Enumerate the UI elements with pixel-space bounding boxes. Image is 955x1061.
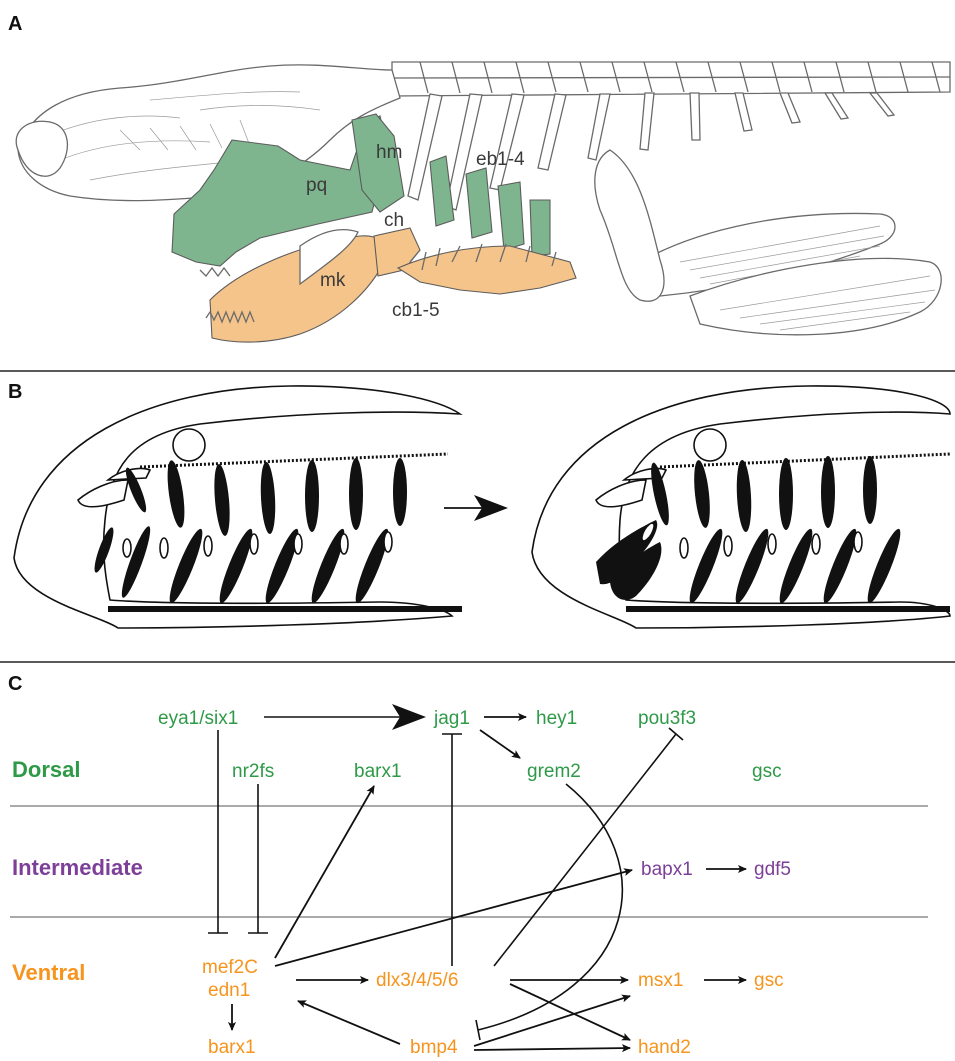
panel-a-letter: A xyxy=(8,13,22,35)
gene-bapx1: bapx1 xyxy=(641,859,693,880)
gene-grem2: grem2 xyxy=(527,761,581,782)
activation-arrows xyxy=(232,717,746,1050)
gene-edn1: edn1 xyxy=(208,980,250,1001)
gene-eya1-six1: eya1/six1 xyxy=(158,708,238,729)
gene-hand2: hand2 xyxy=(638,1037,691,1058)
panel-b: B xyxy=(8,381,950,628)
gene-barx1-ventral: barx1 xyxy=(208,1037,256,1058)
gene-msx1: msx1 xyxy=(638,970,683,991)
gene-hey1: hey1 xyxy=(536,708,577,729)
gene-gdf5: gdf5 xyxy=(754,859,791,880)
label-mk: mk xyxy=(320,270,346,291)
shark-skeleton-illustration xyxy=(16,62,950,342)
gene-gsc-ventral: gsc xyxy=(754,970,784,991)
gene-barx1-dorsal: barx1 xyxy=(354,761,402,782)
gene-jag1: jag1 xyxy=(433,708,470,729)
panel-a: A xyxy=(8,13,950,342)
panel-b-letter: B xyxy=(8,381,22,403)
gene-pou3f3: pou3f3 xyxy=(638,708,696,729)
panel-c-letter: C xyxy=(8,673,22,695)
gene-nr2fs: nr2fs xyxy=(232,761,274,782)
label-ch: ch xyxy=(384,210,404,231)
region-intermediate-label: Intermediate xyxy=(12,855,143,880)
embryo-after xyxy=(532,386,950,628)
label-eb: eb1-4 xyxy=(476,149,525,170)
panel-c: C Dorsal Intermediate Ventral eya1/six1 … xyxy=(8,673,928,1058)
label-cb: cb1-5 xyxy=(392,300,440,321)
region-ventral-label: Ventral xyxy=(12,960,85,985)
region-dorsal-label: Dorsal xyxy=(12,757,80,782)
embryo-before xyxy=(14,386,462,628)
gene-mef2c: mef2C xyxy=(202,957,258,978)
gene-dlx: dlx3/4/5/6 xyxy=(376,970,458,991)
gene-bmp4: bmp4 xyxy=(410,1037,458,1058)
label-hm: hm xyxy=(376,142,402,163)
gene-gsc-dorsal: gsc xyxy=(752,761,782,782)
inhibition-lines xyxy=(208,728,683,1040)
label-pq: pq xyxy=(306,175,327,196)
